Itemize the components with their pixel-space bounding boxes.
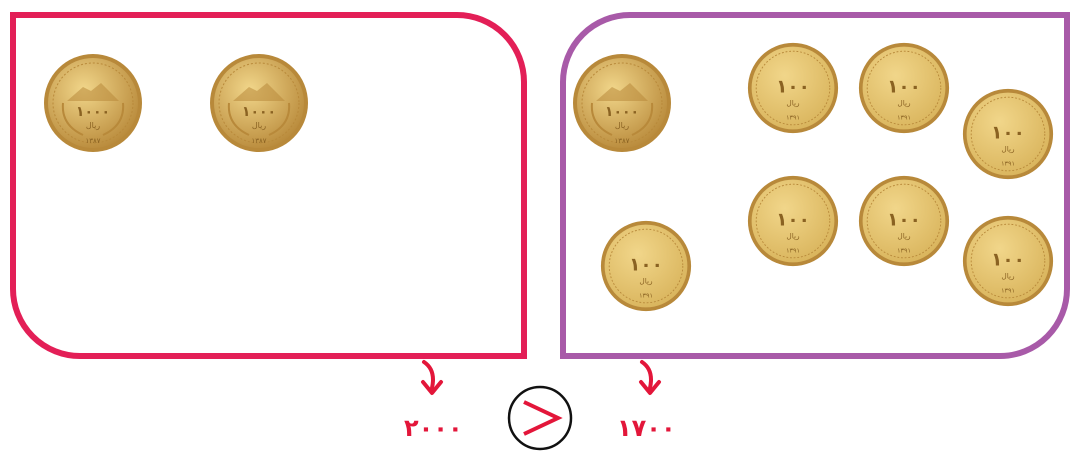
coin-year-label: ۱۳۹۱ (786, 113, 800, 121)
coin-value-label: ۱۰۰۰ (242, 104, 276, 120)
coin-value-label: ۱۰۰ (776, 210, 810, 231)
coin-unit-label: ریال (897, 98, 911, 107)
coin-year-label: ۱۳۹۱ (786, 246, 800, 254)
coin-unit-label: ریال (897, 231, 911, 240)
coin-unit-label: ریال (1001, 271, 1015, 280)
coin-value-label: ۱۰۰ (776, 77, 810, 98)
coin-year-label: ۱۳۸۷ (85, 137, 100, 145)
coin-value-label: ۱۰۰ (991, 250, 1025, 271)
coin-year-label: ۱۳۸۷ (614, 137, 629, 145)
coin-year-label: ۱۳۹۱ (1001, 286, 1015, 294)
coin-year-label: ۱۳۹۱ (897, 113, 911, 121)
down-arrow-icon (420, 360, 444, 396)
left-total-value: ۲۰۰۰ (404, 414, 463, 442)
coin-unit-label: ریال (1001, 144, 1015, 153)
coin-value-label: ۱۰۰ (629, 255, 663, 276)
coin-value-label: ۱۰۰ (991, 123, 1025, 144)
coin-unit-label: ریال (615, 121, 629, 130)
coin-unit-label: ریال (786, 98, 800, 107)
coin-year-label: ۱۳۸۷ (251, 137, 266, 145)
coin-value-label: ۱۰۰۰ (76, 104, 110, 120)
coin-year-label: ۱۳۹۱ (639, 291, 653, 299)
coin-unit-label: ریال (252, 121, 266, 130)
coin-unit-label: ریال (639, 276, 653, 285)
right-total-value: ۱۷۰۰ (617, 414, 676, 442)
coin-value-label: ۱۰۰ (887, 77, 921, 98)
coin-value-label: ۱۰۰ (887, 210, 921, 231)
coin-year-label: ۱۳۹۱ (1001, 159, 1015, 167)
coin-unit-label: ریال (786, 231, 800, 240)
coin-unit-label: ریال (86, 121, 100, 130)
greater-than-icon: > (507, 385, 573, 451)
down-arrow-icon (638, 360, 662, 396)
coin-value-label: ۱۰۰۰ (605, 104, 639, 120)
coin-year-label: ۱۳۹۱ (897, 246, 911, 254)
